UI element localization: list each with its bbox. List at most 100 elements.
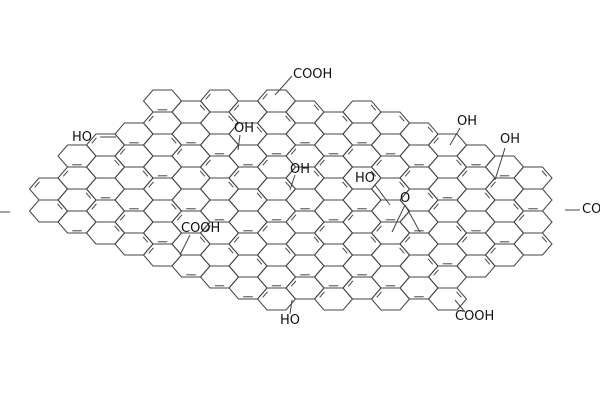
hexagon-ring	[513, 232, 553, 256]
double-bond	[319, 225, 325, 232]
double-bond	[342, 181, 348, 188]
double-bond	[114, 225, 120, 232]
substituent-bond	[289, 174, 296, 191]
hexagon-ring	[370, 111, 411, 135]
double-bond	[34, 181, 40, 188]
hexagon-ring	[456, 188, 496, 212]
hexagon-ring	[171, 100, 211, 124]
double-bond	[399, 115, 405, 122]
double-bond	[171, 137, 177, 144]
hexagon-ring	[28, 199, 69, 223]
hexagon-ring	[199, 265, 240, 289]
hexagon-ring	[57, 188, 97, 212]
hexagon-ring	[456, 254, 496, 278]
hexagon-ring	[199, 199, 240, 223]
double-bond	[262, 93, 268, 100]
hexagon-ring	[114, 122, 154, 146]
hexagon-ring	[171, 254, 211, 278]
double-bond	[256, 192, 263, 199]
hexagon-ring	[456, 210, 496, 234]
double-bond	[148, 181, 154, 188]
double-bond	[262, 159, 268, 166]
double-bond	[342, 247, 348, 254]
hexagon-ring	[370, 287, 411, 311]
label-oh-right: OH	[500, 132, 521, 147]
hexagon-ring	[256, 133, 297, 157]
double-bond	[347, 148, 354, 155]
hexagon-ring	[399, 122, 439, 146]
double-bond	[91, 203, 97, 210]
hexagon-ring	[142, 133, 183, 157]
hexagon-ring	[313, 177, 354, 201]
substituent-bond	[404, 204, 421, 233]
double-bond	[62, 170, 69, 177]
double-bond	[399, 181, 405, 188]
hexagon-ring	[85, 221, 126, 245]
substituent-bond	[374, 184, 391, 206]
label-cooh-mid: COOH	[181, 221, 221, 236]
double-bond	[199, 236, 206, 243]
double-bond	[290, 214, 297, 221]
double-bond	[541, 236, 548, 243]
hexagon-ring	[427, 287, 468, 311]
double-bond	[233, 236, 240, 243]
double-bond	[456, 159, 462, 166]
hexagon-ring	[456, 166, 496, 190]
hexagon-ring	[427, 243, 468, 267]
label-oh-center: OH	[290, 162, 311, 177]
double-bond	[461, 236, 468, 243]
double-bond	[427, 258, 434, 265]
hexagon-ring	[57, 166, 97, 190]
hexagon-ring	[285, 100, 325, 124]
substituent-bond	[237, 134, 241, 151]
hexagon-ring	[399, 276, 439, 300]
double-bond	[484, 192, 491, 199]
hexagon-ring	[256, 199, 297, 223]
double-bond	[290, 280, 297, 287]
double-bond	[228, 247, 234, 254]
double-bond	[205, 93, 211, 100]
hexagon-ring	[342, 232, 382, 256]
hexagon-ring	[456, 232, 496, 256]
hexagon-ring	[171, 122, 211, 146]
hexagon-ring	[256, 265, 297, 289]
hexagon-ring	[484, 155, 525, 179]
double-bond	[427, 192, 434, 199]
hexagon-ring	[313, 287, 354, 311]
hexagon-ring	[114, 144, 154, 168]
double-bond	[142, 170, 149, 177]
double-bond	[427, 126, 434, 133]
hexagon-ring	[171, 188, 211, 212]
double-bond	[285, 181, 291, 188]
double-bond	[285, 247, 291, 254]
hexagon-ring	[427, 221, 468, 245]
hexagon-ring	[228, 254, 268, 278]
double-bond	[228, 115, 234, 122]
label-epoxide-o: O	[400, 191, 411, 206]
double-bond	[114, 159, 120, 166]
double-bond	[342, 115, 348, 122]
hexagon-ring	[256, 243, 297, 267]
hexagon-ring	[342, 122, 382, 146]
label-oh-upper-mid: OH	[234, 121, 255, 136]
hexagon-ring	[199, 155, 240, 179]
double-bond	[456, 291, 462, 298]
hexagon-ring	[513, 166, 553, 190]
hexagon-ring	[427, 199, 468, 223]
double-bond	[142, 236, 149, 243]
hexagon-ring	[114, 232, 154, 256]
hexagon-ring	[142, 155, 183, 179]
hexagon-ring	[513, 188, 553, 212]
hexagon-ring	[342, 144, 382, 168]
hexagon-ring	[171, 232, 211, 256]
hexagon-ring	[199, 133, 240, 157]
hexagon-ring	[370, 265, 411, 289]
hexagon-ring	[228, 210, 268, 234]
hexagon-ring	[199, 177, 240, 201]
hexagon-ring	[57, 144, 97, 168]
double-bond	[433, 269, 439, 276]
label-cooh-top: COOH	[293, 67, 333, 82]
double-bond	[176, 214, 183, 221]
double-bond	[461, 170, 468, 177]
double-bond	[256, 258, 263, 265]
